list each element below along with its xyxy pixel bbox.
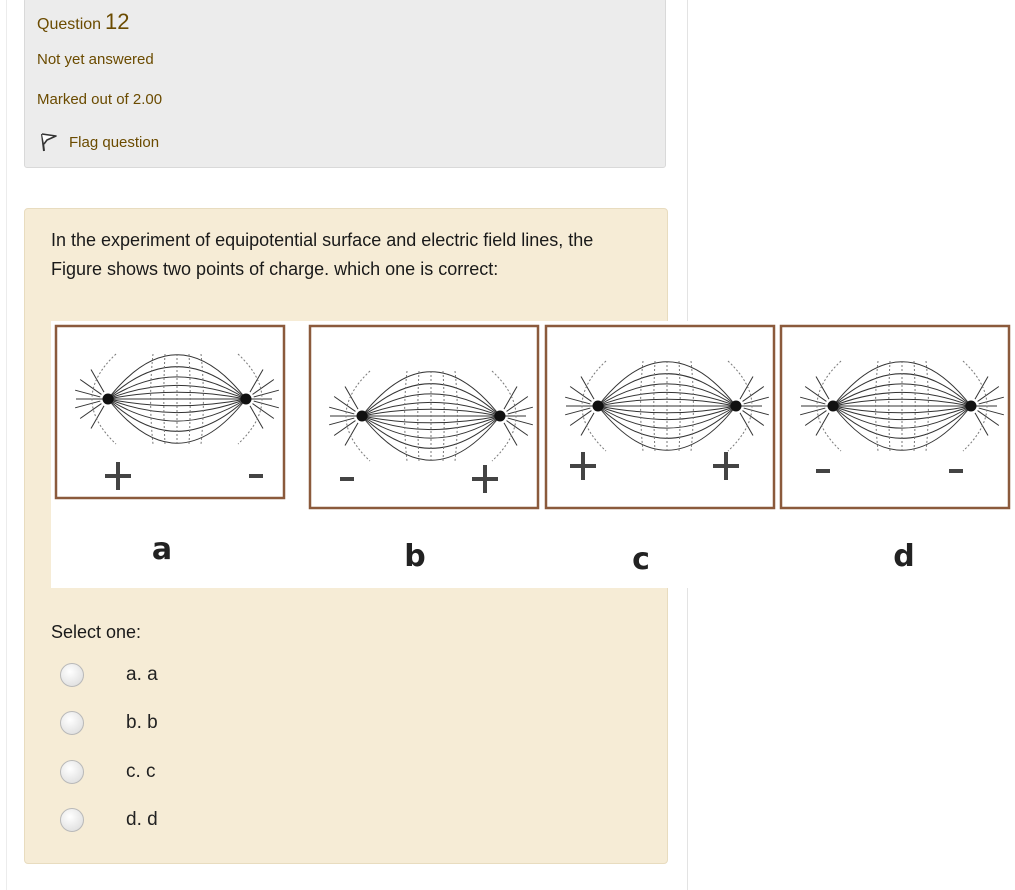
panel-c: c	[544, 324, 776, 577]
option-b-label: b. b	[126, 712, 158, 733]
panel-d-field-lines	[800, 361, 1004, 451]
question-number-value: 12	[105, 9, 130, 34]
option-a[interactable]: a. a	[60, 660, 158, 690]
panel-b: b	[308, 324, 540, 574]
panel-b-equipotentials	[345, 370, 517, 462]
panel-b-right-charge	[494, 410, 506, 422]
left-divider	[6, 0, 7, 890]
panel-d-frame	[779, 324, 1011, 510]
flag-icon	[41, 133, 57, 152]
flag-question-link[interactable]: Flag question	[37, 131, 159, 153]
panel-b-right-sign	[472, 465, 498, 493]
panel-a-left-charge	[102, 393, 114, 405]
panel-d-equipotentials	[816, 360, 988, 452]
question-state: Not yet answered	[37, 51, 154, 68]
option-c[interactable]: c. c	[60, 757, 156, 787]
option-c-label: c. c	[126, 761, 156, 782]
panel-d-left-charge	[827, 400, 839, 412]
panel-c-right-sign	[713, 452, 739, 480]
panel-c-frame	[544, 324, 776, 510]
radio-a[interactable]	[60, 663, 84, 687]
panel-b-left-charge	[356, 410, 368, 422]
panel-c-right-charge	[730, 400, 742, 412]
option-a-label: a. a	[126, 664, 158, 685]
option-d-label: d. d	[126, 809, 158, 830]
flag-question-label: Flag question	[69, 133, 160, 151]
select-one-label: Select one:	[51, 622, 142, 642]
panel-d: d	[779, 324, 1011, 574]
panel-a-label: a	[152, 532, 172, 567]
question-text: In the experiment of equipotential surfa…	[51, 230, 594, 279]
panel-c-equipotentials	[581, 360, 753, 452]
panel-a-left-sign	[105, 462, 131, 490]
panel-c-label: c	[632, 542, 650, 577]
panel-b-label: b	[404, 539, 425, 574]
panel-c-left-charge	[592, 400, 604, 412]
panel-a-right-charge	[240, 393, 252, 405]
question-grade: Marked out of 2.00	[37, 91, 163, 108]
charge-figure-svg: a b c d	[54, 324, 1011, 577]
charge-figure: a b c d	[51, 321, 1015, 588]
radio-c[interactable]	[60, 760, 84, 784]
panel-c-left-sign	[570, 452, 596, 480]
panel-a: a	[54, 324, 286, 567]
panel-d-right-charge	[965, 400, 977, 412]
radio-b[interactable]	[60, 711, 84, 735]
panel-a-equipotentials	[91, 353, 263, 445]
radio-d[interactable]	[60, 808, 84, 832]
option-d[interactable]: d. d	[60, 805, 158, 835]
panel-d-label: d	[893, 539, 914, 574]
option-b[interactable]: b. b	[60, 708, 158, 738]
